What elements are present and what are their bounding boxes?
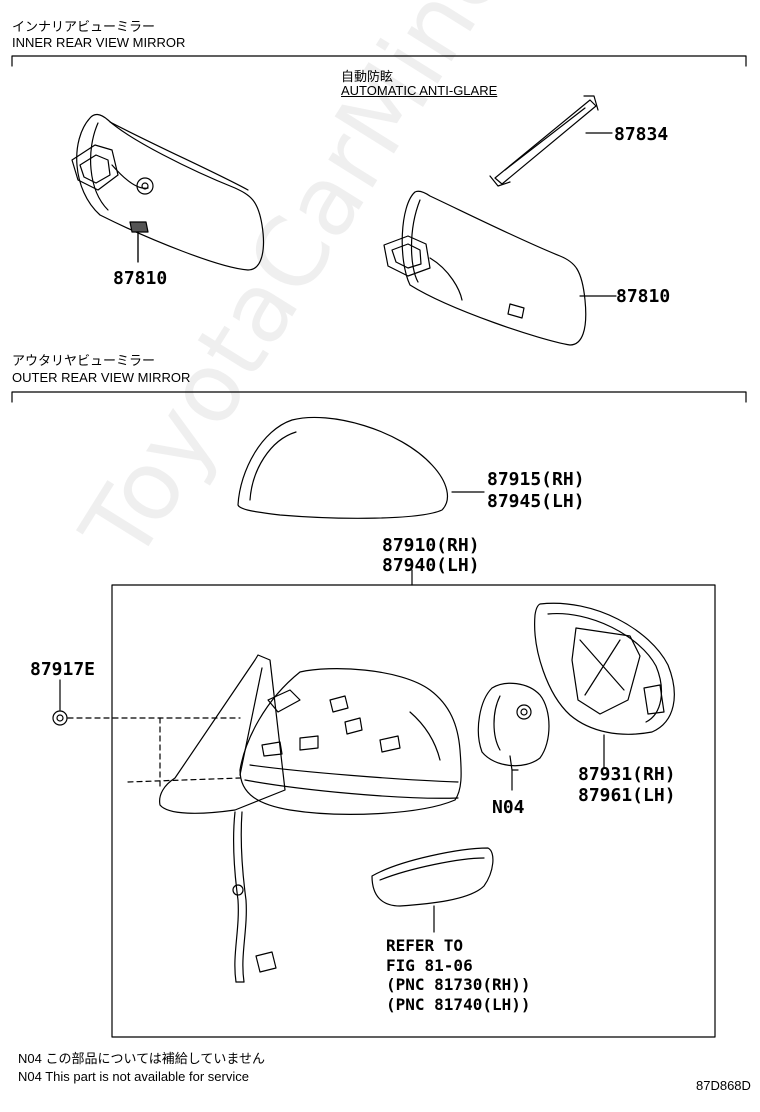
nut-87917e	[52, 679, 68, 726]
part-number-87810-right[interactable]: 87810	[616, 286, 671, 307]
mirror-glass	[534, 602, 675, 769]
part-number-87915[interactable]: 87915(RH)	[487, 469, 585, 490]
inner-mirror-standard	[71, 113, 265, 271]
reference-line-2[interactable]: FIG 81-06	[386, 956, 473, 975]
inner-mirror-anti-glare	[383, 190, 617, 346]
inner-section-title-jp: インナリアビューミラー	[12, 19, 156, 34]
turn-signal-lamp	[371, 847, 494, 933]
figure-code: 87D868D	[696, 1078, 751, 1093]
anti-glare-label-en: AUTOMATIC ANTI-GLARE	[341, 83, 498, 98]
part-number-87834[interactable]: 87834	[614, 124, 669, 145]
part-number-87945[interactable]: 87945(LH)	[487, 491, 585, 512]
mirror-cover	[237, 416, 485, 519]
reference-line-3: (PNC 81730(RH))	[386, 975, 531, 994]
part-number-87910[interactable]: 87910(RH)	[382, 535, 480, 556]
part-number-87940[interactable]: 87940(LH)	[382, 555, 480, 576]
part-number-87961[interactable]: 87961(LH)	[578, 785, 676, 806]
inner-section-bracket	[11, 55, 747, 67]
part-number-87810-left[interactable]: 87810	[113, 268, 168, 289]
anti-glare-label-jp: 自動防眩	[341, 69, 394, 84]
part-number-n04[interactable]: N04	[492, 797, 525, 818]
outer-mirror-assembly	[67, 654, 462, 983]
outer-mirror-assembly-box	[111, 584, 716, 1038]
outer-section-bracket	[11, 391, 747, 403]
mirror-actuator-n04	[477, 682, 550, 791]
reference-line-4: (PNC 81740(LH))	[386, 995, 531, 1014]
reference-line-1: REFER TO	[386, 936, 464, 955]
inner-section-title-en: INNER REAR VIEW MIRROR	[12, 35, 186, 50]
outer-section-title-jp: アウタリヤビューミラー	[12, 353, 156, 368]
outer-section-title-en: OUTER REAR VIEW MIRROR	[12, 370, 191, 385]
note-jp: N04 この部品については補給していません	[18, 1051, 266, 1066]
note-en: N04 This part is not available for servi…	[18, 1069, 249, 1084]
part-number-87931[interactable]: 87931(RH)	[578, 764, 676, 785]
part-number-87917e[interactable]: 87917E	[30, 659, 96, 680]
mirror-mount-bracket	[489, 95, 613, 187]
